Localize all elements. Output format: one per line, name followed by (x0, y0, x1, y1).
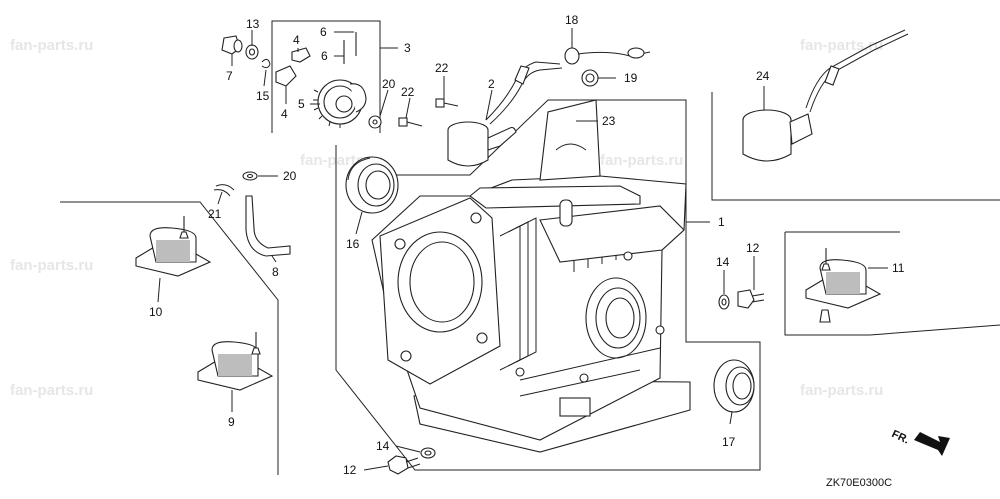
callout-labels: 13 7 15 4 4 5 6 6 3 20 22 22 2 18 19 23 … (149, 13, 911, 489)
callout-13: 13 (246, 17, 260, 31)
part-mount-11 (805, 248, 882, 323)
part-gear-5 (313, 79, 367, 128)
front-direction-arrow (914, 432, 950, 456)
callout-9: 9 (228, 415, 235, 429)
svg-text:fan-parts.ru: fan-parts.ru (800, 382, 883, 399)
part-washer-14a (718, 294, 730, 310)
part-bolt-12b (387, 455, 421, 475)
callout-6b: 6 (321, 49, 328, 63)
callout-19: 19 (624, 71, 638, 85)
callout-11: 11 (892, 261, 905, 275)
part-washer-14b (420, 447, 436, 459)
callout-22a: 22 (435, 61, 449, 75)
part-bolt-22a (435, 98, 459, 108)
callout-20b: 20 (283, 169, 297, 183)
callout-7: 7 (226, 69, 233, 83)
callout-20a: 20 (382, 77, 396, 91)
part-washer-20b (242, 171, 258, 181)
part-crankcase-1 (371, 99, 691, 453)
part-bearing-16 (345, 156, 399, 214)
part-seal-17 (713, 359, 755, 413)
callout-8: 8 (272, 265, 279, 279)
part-mount-9 (197, 332, 274, 391)
direction-label: FR. (890, 428, 911, 446)
part-wire-18 (564, 47, 651, 65)
callout-23: 23 (602, 114, 616, 128)
part-clip-4b (275, 65, 297, 87)
callout-4b: 4 (281, 107, 288, 121)
callout-1: 1 (718, 215, 725, 229)
part-washer-13 (245, 44, 259, 60)
part-washer-20a (368, 115, 382, 129)
part-clip-15 (261, 58, 271, 69)
callout-24: 24 (756, 69, 770, 83)
svg-text:fan-parts.ru: fan-parts.ru (600, 152, 683, 169)
part-bolt-12a (737, 289, 765, 309)
svg-text:fan-parts.ru: fan-parts.ru (10, 257, 93, 274)
callout-14b: 14 (376, 439, 390, 453)
leader-lines (157, 28, 888, 471)
callout-18: 18 (565, 13, 579, 27)
part-grommet-19 (581, 69, 599, 87)
svg-text:fan-parts.ru: fan-parts.ru (10, 37, 93, 54)
callout-14a: 14 (716, 255, 730, 269)
callout-21: 21 (208, 207, 222, 221)
part-clip-21 (213, 184, 235, 197)
callout-6a: 6 (320, 25, 327, 39)
callout-2: 2 (488, 77, 495, 91)
callout-16: 16 (346, 237, 360, 251)
part-bolt-22b (398, 117, 423, 127)
part-tube-8 (245, 195, 291, 257)
diagram-code: ZK70E0300C (826, 477, 892, 489)
part-oil-switch-24 (742, 29, 909, 162)
part-cap-7 (221, 35, 243, 55)
callout-12a: 12 (746, 241, 760, 255)
part-mount-10 (135, 216, 212, 277)
callout-3: 3 (404, 41, 411, 55)
part-oil-switch-2 (447, 61, 563, 167)
callout-17: 17 (722, 435, 736, 449)
callout-15: 15 (256, 89, 270, 103)
callout-5: 5 (298, 97, 305, 111)
part-pins-6 (343, 32, 357, 64)
callout-10: 10 (149, 305, 163, 319)
callout-12b: 12 (343, 463, 357, 477)
callout-4a: 4 (293, 33, 300, 47)
callout-22b: 22 (401, 85, 415, 99)
part-clip-4a (291, 47, 311, 63)
svg-text:fan-parts.ru: fan-parts.ru (10, 382, 93, 399)
